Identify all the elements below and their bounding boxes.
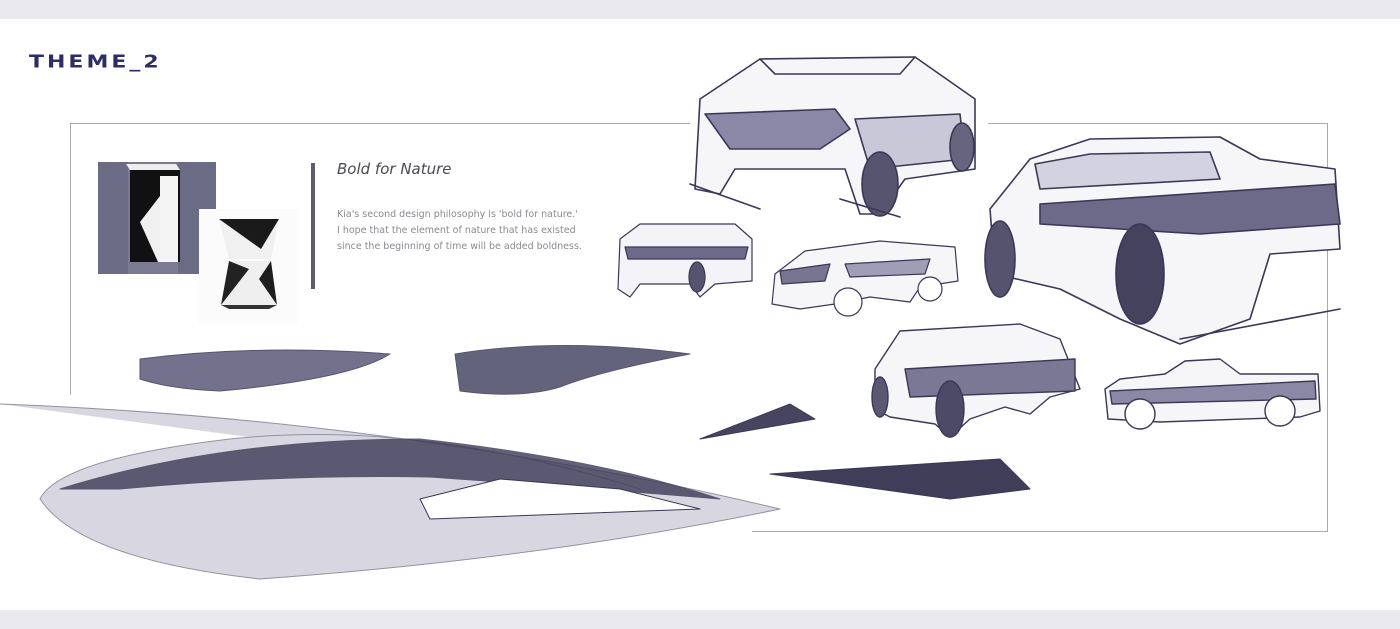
description-line: since the beginning of time will be adde… xyxy=(337,241,582,252)
mood-image-stacked-prisms xyxy=(199,209,297,324)
concept-subtitle: Bold for Nature xyxy=(337,160,452,178)
truck-sketch-side-profile xyxy=(1104,358,1321,430)
truck-sketch-side-small xyxy=(771,240,959,317)
description-line: I hope that the element of nature that h… xyxy=(337,225,576,236)
frame-line-right xyxy=(1327,123,1328,531)
concept-description: Kia's second design philosophy is 'bold … xyxy=(337,207,597,255)
description-line: Kia's second design philosophy is 'bold … xyxy=(337,209,578,220)
presentation-page: THEME_2 Bold for Nature Kia's second des… xyxy=(0,19,1400,610)
mood-image-k-block xyxy=(98,162,216,274)
truck-sketch-rear-3q xyxy=(871,323,1081,438)
frame-line-bottom xyxy=(752,531,1328,532)
frame-line-top-left xyxy=(70,123,690,124)
form-sketch-strokes xyxy=(0,345,1031,580)
truck-sketch-front-large xyxy=(689,56,976,218)
truck-sketch-rear-small xyxy=(617,223,753,298)
page-title: THEME_2 xyxy=(29,52,162,73)
truck-sketch-rear-large xyxy=(984,136,1341,345)
accent-bar xyxy=(311,163,315,289)
sketch-layer xyxy=(0,56,1341,580)
frame-line-left xyxy=(70,123,71,395)
frame-line-top-right xyxy=(988,123,1328,124)
